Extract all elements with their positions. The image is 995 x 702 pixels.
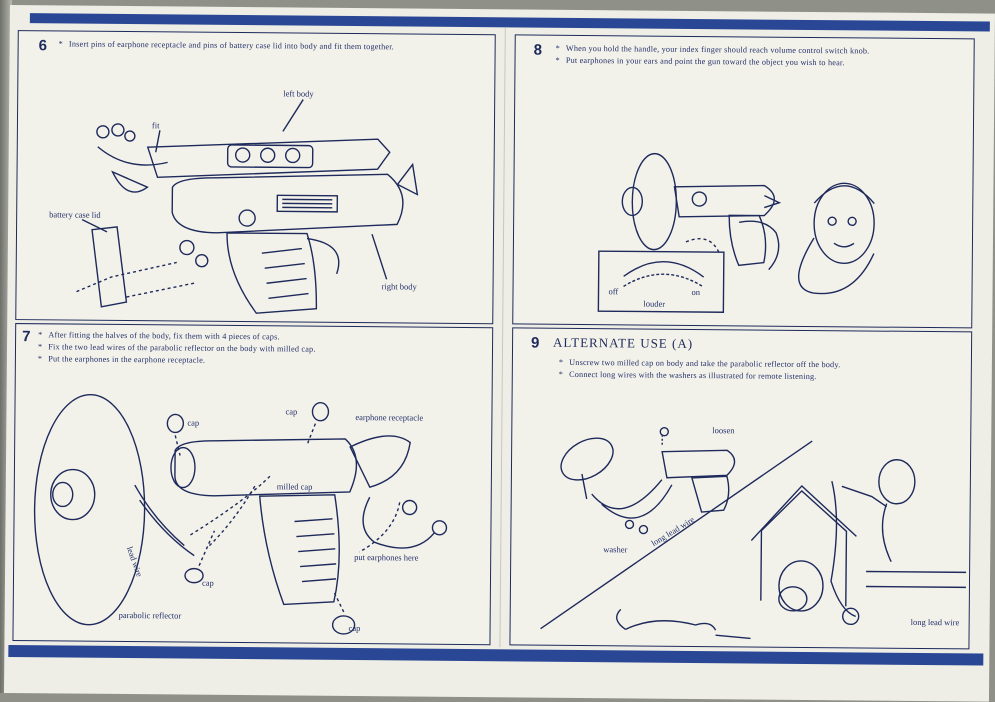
step-7-panel: 7 *After fitting the halves of the body,… [12, 323, 493, 645]
assembly-drawing [13, 324, 494, 646]
instruction-sheet: 6 *Insert pins of earphone receptacle an… [4, 5, 995, 702]
top-blue-band [30, 13, 990, 31]
step-6-panel: 6 *Insert pins of earphone receptacle an… [15, 30, 496, 324]
step-8-panel: 8 *When you hold the handle, your index … [512, 34, 975, 328]
step-9-panel: 9 ALTERNATE USE (A) *Unscrew two milled … [509, 327, 972, 649]
exploded-gun-drawing [16, 31, 497, 325]
page-fold [499, 27, 505, 647]
remote-listening-drawing [510, 328, 973, 650]
listening-drawing [513, 35, 976, 329]
